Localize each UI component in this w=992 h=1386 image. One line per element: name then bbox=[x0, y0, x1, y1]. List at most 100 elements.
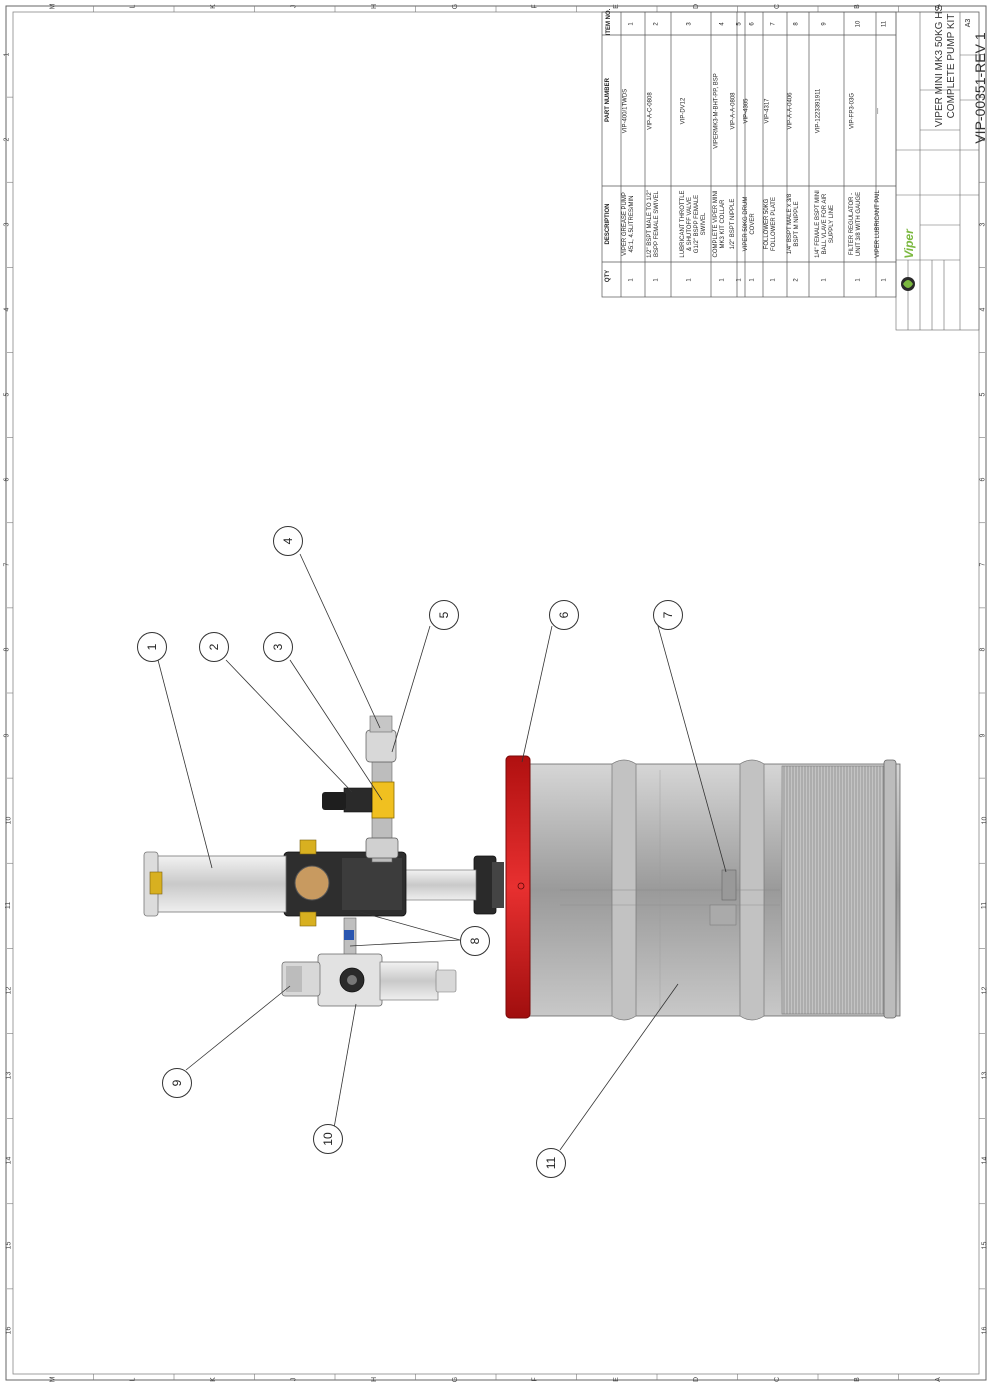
air-supply-regulator bbox=[281, 917, 457, 1007]
bom-row-11-item: 11 bbox=[881, 20, 887, 27]
bom-row-11-qty: 1 bbox=[881, 277, 887, 282]
bom-row-4-item: 4 bbox=[719, 21, 725, 26]
zone-number-7-left: 7 bbox=[3, 562, 11, 567]
bom-row-10-desc: FILTER REGULATOR - UNIT 3/8 WITH GAUGE bbox=[849, 191, 862, 257]
zone-number-6-right: 6 bbox=[979, 477, 987, 482]
zone-letter-C-top: C bbox=[773, 3, 781, 10]
zone-number-6-left: 6 bbox=[3, 477, 11, 482]
bom-row-10-item: 10 bbox=[855, 20, 861, 27]
zone-number-15-right: 15 bbox=[981, 1241, 989, 1250]
bom-row-8-part: VIP-A-A-0406 bbox=[787, 91, 793, 130]
bom-row-2-desc: 1/2" BSPT MALE TO 1/2" BSPP FEMALE SWIVE… bbox=[647, 190, 660, 258]
zone-letter-F-top: F bbox=[531, 4, 539, 9]
bom-header-qty: QTY bbox=[605, 269, 611, 283]
zone-number-8-left: 8 bbox=[3, 647, 11, 652]
bom-row-2-item: 2 bbox=[653, 21, 659, 26]
drawing-title-line2: COMPLETE PUMP KIT bbox=[946, 13, 957, 119]
zone-letter-M-bot: M bbox=[49, 1376, 57, 1383]
bom-row-1-item: 1 bbox=[628, 21, 634, 26]
zone-ticks bbox=[7, 6, 985, 1380]
zone-number-8-right: 8 bbox=[979, 647, 987, 652]
item-balloon-2: 2 bbox=[199, 632, 229, 662]
zone-number-16-left: 16 bbox=[5, 1327, 13, 1335]
zone-letter-L-top: L bbox=[129, 4, 137, 9]
bom-row-9-part: VIP-1223391911 bbox=[815, 88, 821, 133]
zone-number-13-left: 13 bbox=[5, 1071, 13, 1080]
lubricant-pail bbox=[527, 759, 901, 1021]
bom-row-3-item: 3 bbox=[686, 21, 692, 26]
zone-letter-G-bot: G bbox=[451, 1376, 459, 1383]
bom-row-9-qty: 1 bbox=[821, 277, 827, 282]
bom-row-9-item: 9 bbox=[821, 21, 827, 26]
zone-letter-D-bot: D bbox=[693, 1376, 701, 1383]
zone-number-15-left: 15 bbox=[5, 1241, 13, 1250]
bom-table bbox=[601, 11, 897, 298]
bom-row-2-qty: 1 bbox=[653, 277, 659, 282]
zone-letter-L-bot: L bbox=[129, 1377, 137, 1382]
bom-row-3-qty: 1 bbox=[686, 277, 692, 282]
bom-row-1-qty: 1 bbox=[628, 277, 634, 282]
item-balloon-4: 4 bbox=[273, 526, 303, 556]
zone-number-10-left: 10 bbox=[5, 816, 13, 825]
zone-number-1-left: 1 bbox=[3, 52, 11, 57]
bom-row-7-desc: FOLLOWER 50KG FOLLOWER PLATE bbox=[764, 197, 777, 251]
item-balloon-1: 1 bbox=[137, 632, 167, 662]
zone-number-9-right: 9 bbox=[979, 733, 987, 738]
bom-row-6-part: VIP-4305 bbox=[743, 97, 749, 124]
bom-row-4-qty: 1 bbox=[719, 277, 725, 282]
item-balloon-6: 6 bbox=[549, 600, 579, 630]
bom-row-6-desc: VIPER 50KG DRUM COVER bbox=[743, 196, 756, 252]
item-balloon-5: 5 bbox=[429, 600, 459, 630]
item-balloon-7: 7 bbox=[653, 600, 683, 630]
bom-header-item: ITEM NO. bbox=[606, 8, 612, 36]
zone-letter-G-top: G bbox=[451, 3, 459, 10]
zone-number-14-right: 14 bbox=[981, 1156, 989, 1165]
drum-cover bbox=[505, 755, 531, 1019]
zone-number-4-left: 4 bbox=[3, 307, 11, 312]
zone-letter-D-top: D bbox=[693, 3, 701, 10]
bom-row-10-qty: 1 bbox=[855, 277, 861, 282]
bom-row-11-desc: VIPER LUBRICANT PAIL bbox=[875, 190, 881, 258]
bom-header-part: PART NUMBER bbox=[605, 78, 611, 122]
leader-lines bbox=[157, 553, 727, 1151]
zone-letter-A-bot: A bbox=[934, 1377, 942, 1382]
zone-letter-K-bot: K bbox=[210, 1377, 218, 1382]
drawing-title-line1: VIPER MINI MK3 50KG HS bbox=[934, 4, 945, 128]
bom-row-5-qty: 1 bbox=[736, 277, 742, 282]
bom-row-1-part: VIP-400/1TWDS bbox=[622, 88, 628, 133]
zone-letter-H-top: H bbox=[371, 3, 379, 10]
pump-collar bbox=[473, 855, 504, 915]
follower-plate bbox=[721, 869, 737, 901]
bom-row-6-qty: 1 bbox=[749, 277, 755, 282]
zone-number-4-right: 4 bbox=[979, 307, 987, 312]
viper-logo-text: Viper bbox=[902, 229, 916, 259]
zone-letter-F-bot: F bbox=[531, 1377, 539, 1382]
outer-border bbox=[5, 5, 987, 1381]
zone-letter-M-top: M bbox=[49, 3, 57, 10]
zone-letter-J-bot: J bbox=[290, 1377, 297, 1382]
zone-number-5-right: 5 bbox=[979, 392, 987, 397]
zone-letter-C-bot: C bbox=[773, 1376, 781, 1383]
zone-number-14-left: 14 bbox=[5, 1156, 13, 1165]
bom-row-8-qty: 2 bbox=[793, 277, 799, 282]
viper-logo bbox=[901, 277, 915, 291]
zone-number-12-left: 12 bbox=[5, 986, 13, 995]
item-balloon-10: 10 bbox=[313, 1124, 343, 1154]
zone-number-3-left: 3 bbox=[3, 222, 11, 227]
bom-row-2-part: VIP-A-C-0808 bbox=[647, 91, 653, 130]
bom-row-1-desc: VIPER GREASE PUMP 45:1, 4.5LITRES/MIN bbox=[622, 192, 635, 256]
bom-row-7-part: VIP-4317 bbox=[764, 97, 770, 124]
item-balloon-3: 3 bbox=[263, 632, 293, 662]
zone-number-10-right: 10 bbox=[981, 816, 989, 825]
zone-letter-H-bot: H bbox=[371, 1376, 379, 1383]
bom-row-3-part: VIP-DV12 bbox=[680, 97, 686, 124]
bom-row-11-part: --- bbox=[875, 107, 881, 114]
bom-row-5-item: 5 bbox=[736, 21, 742, 26]
zone-number-16-right: 16 bbox=[981, 1327, 989, 1335]
bom-row-6-item: 6 bbox=[749, 21, 755, 26]
swivel-and-valve bbox=[322, 715, 399, 863]
item-balloon-11: 11 bbox=[536, 1148, 566, 1178]
zone-letter-J-top: J bbox=[290, 4, 297, 9]
